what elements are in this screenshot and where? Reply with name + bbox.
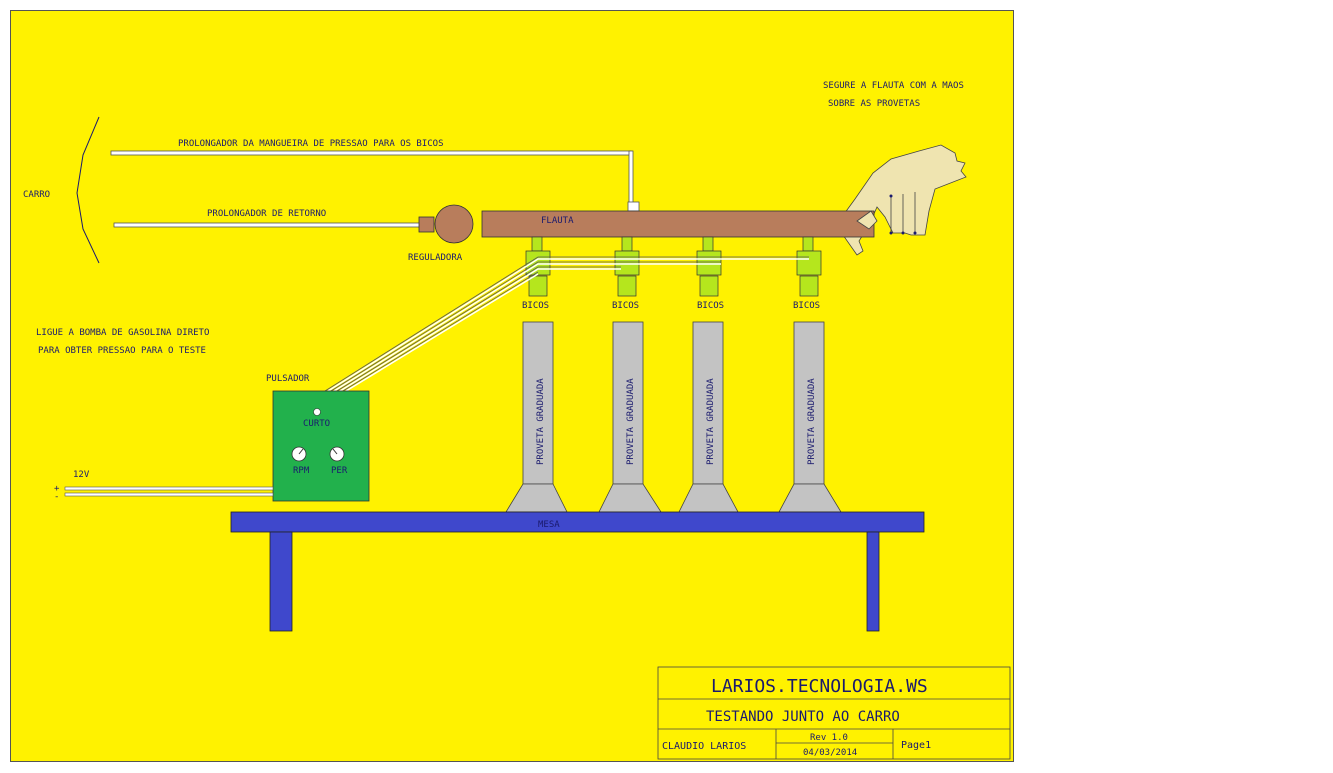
return-hose-label: PROLONGADOR DE RETORNO [207, 209, 326, 219]
revision: Rev 1.0 [810, 733, 848, 743]
injector-label-2: BICOS [612, 301, 639, 311]
table-leg-right [866, 531, 880, 632]
proveta-label-1: PROVETA GRADUADA [536, 378, 546, 465]
hand-icon [838, 144, 967, 256]
injector-label-3: BICOS [697, 301, 724, 311]
proveta-2: PROVETA GRADUADA [598, 321, 662, 513]
drawing-title: TESTANDO JUNTO AO CARRO [706, 709, 900, 725]
table-label: MESA [538, 520, 560, 530]
regulator-label: REGULADORA [408, 253, 463, 263]
pressure-hose-label: PROLONGADOR DA MANGUEIRA DE PRESSAO PARA… [178, 139, 444, 149]
drawing-sheet: CARRO PROLONGADOR DA MANGUEIRA DE PRESSA… [10, 10, 1014, 762]
table-top [230, 511, 925, 533]
flute-label: FLAUTA [541, 216, 574, 226]
injector-1 [525, 236, 551, 297]
voltage-label: 12V [73, 470, 90, 480]
carro-brace [76, 116, 100, 264]
pump-note-line1: LIGUE A BOMBA DE GASOLINA DIRETO [36, 328, 209, 338]
pump-note-line2: PARA OBTER PRESSAO PARA O TESTE [38, 346, 206, 356]
thumb-icon [856, 210, 878, 230]
proveta-4: PROVETA GRADUADA [778, 321, 842, 513]
proveta-label-2: PROVETA GRADUADA [626, 378, 636, 465]
injector-4 [796, 236, 822, 297]
diagram-canvas: CARRO PROLONGADOR DA MANGUEIRA DE PRESSA… [23, 81, 1011, 760]
page-number: Page1 [901, 740, 931, 751]
proveta-label-4: PROVETA GRADUADA [807, 378, 817, 465]
pulser-box [272, 390, 370, 502]
per-label: PER [331, 466, 348, 476]
plus-label: + [54, 484, 60, 494]
table-leg-left [269, 531, 293, 632]
curto-led [313, 408, 321, 416]
pressure-hose-riser [628, 150, 634, 208]
proveta-3: PROVETA GRADUADA [678, 321, 739, 513]
pressure-regulator [434, 204, 474, 244]
supply-wires [64, 486, 274, 497]
carro-label: CARRO [23, 190, 50, 200]
hand-note-line1: SEGURE A FLAUTA COM A MAOS [823, 81, 964, 91]
proveta-1: PROVETA GRADUADA [505, 321, 568, 513]
proveta-label-3: PROVETA GRADUADA [706, 378, 716, 465]
regulator-stub [418, 216, 435, 233]
fuel-rail-flute [481, 210, 875, 238]
injector-wires [324, 256, 809, 392]
minus-label: - [54, 492, 59, 502]
injector-3 [696, 236, 722, 297]
curto-label: CURTO [303, 419, 330, 429]
hand-note-line2: SOBRE AS PROVETAS [828, 99, 920, 109]
drawing-date: 04/03/2014 [803, 748, 857, 758]
rpm-label: RPM [293, 466, 310, 476]
title-block [657, 666, 1011, 760]
return-hose [113, 222, 421, 228]
pulser-label: PULSADOR [266, 374, 310, 384]
company-name: LARIOS.TECNOLOGIA.WS [711, 676, 928, 697]
pressure-hose [110, 150, 632, 156]
pressure-hose-connector [627, 201, 640, 212]
author-name: CLAUDIO LARIOS [662, 741, 746, 752]
injector-label-1: BICOS [522, 301, 549, 311]
injector-label-4: BICOS [793, 301, 820, 311]
injector-2 [614, 236, 640, 297]
